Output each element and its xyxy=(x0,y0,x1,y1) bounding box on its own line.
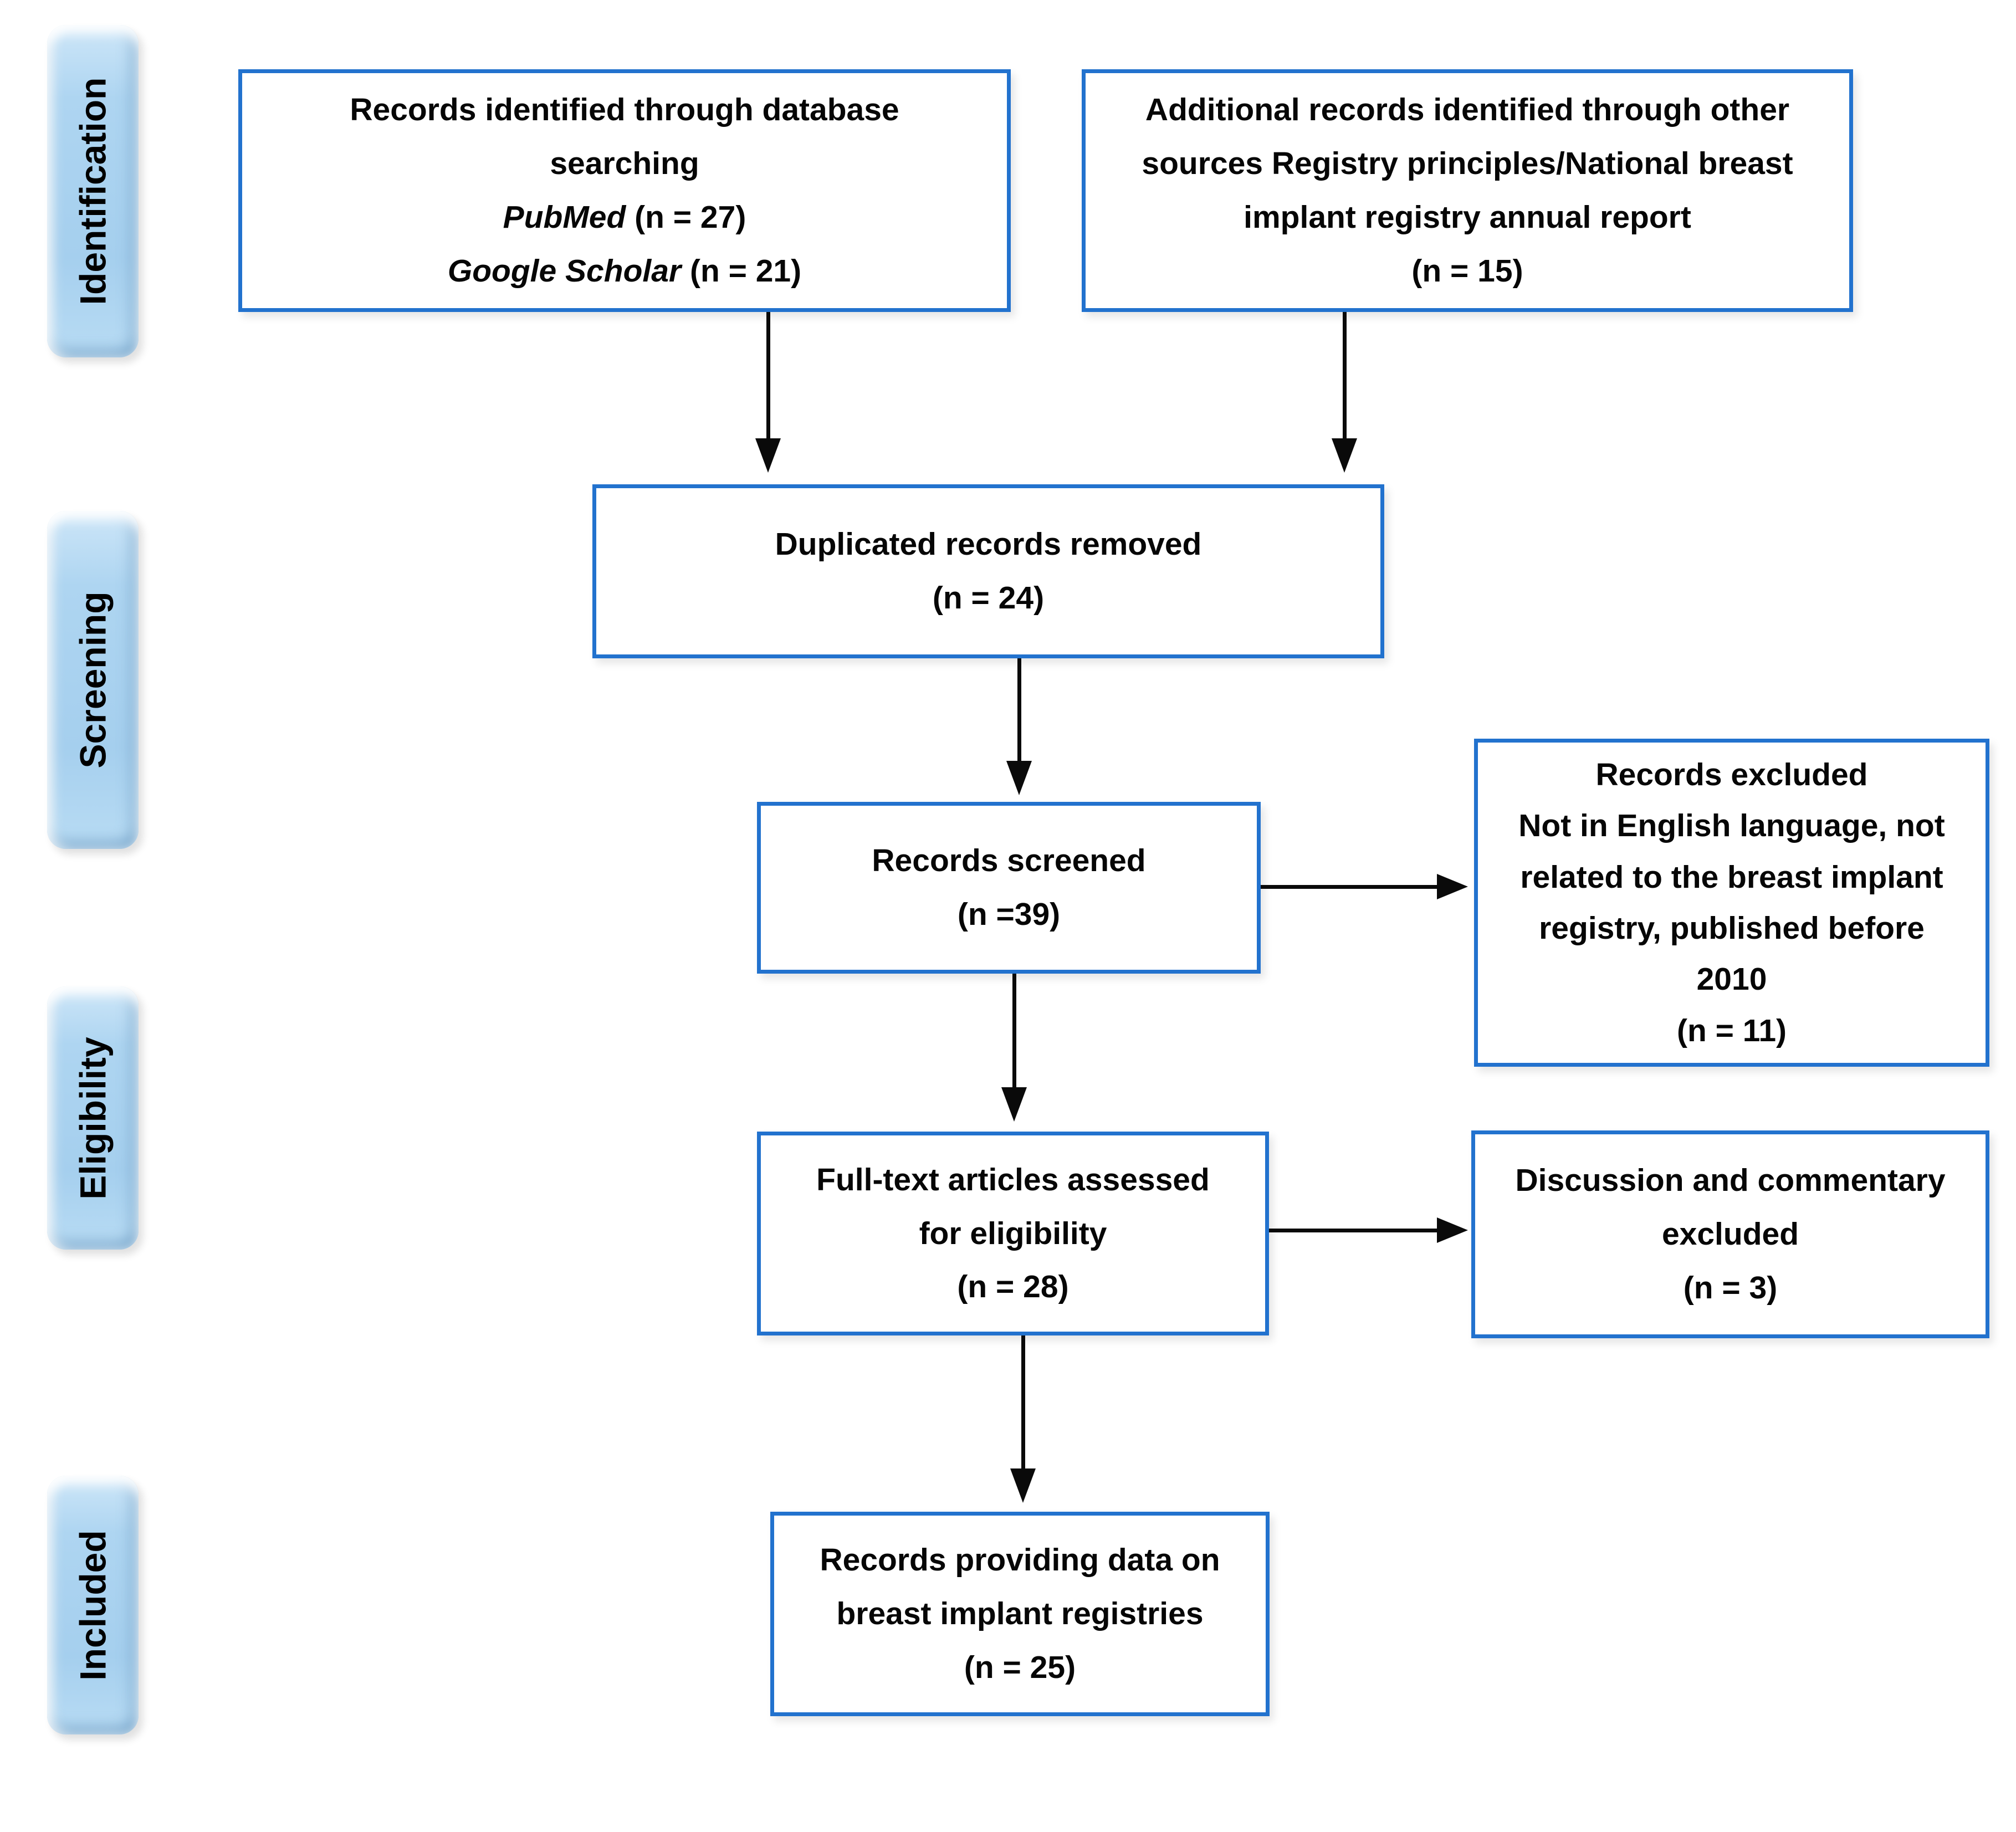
arrow-stem xyxy=(1017,658,1021,761)
arrow-stem xyxy=(1269,1229,1437,1232)
box-text: (n = 24) xyxy=(932,580,1045,616)
box-text: registry, published before xyxy=(1539,910,1925,946)
box-text: (n = 3) xyxy=(1683,1270,1778,1306)
box-text: Additional records identified through ot… xyxy=(1145,92,1790,128)
box-text: (n =39) xyxy=(957,897,1061,932)
box-discussion-excluded: Discussion and commentary excluded (n = … xyxy=(1471,1130,1989,1338)
box-text: Records screened xyxy=(872,843,1146,879)
box-text: Full-text articles assessed xyxy=(816,1161,1210,1198)
stage-included: Included xyxy=(47,1476,139,1734)
box-text: Discussion and commentary xyxy=(1515,1163,1946,1199)
box-text: Duplicated records removed xyxy=(775,526,1202,562)
stage-screening-label: Screening xyxy=(72,591,114,769)
arrowhead-down-icon xyxy=(1006,761,1032,795)
box-text: Not in English language, not xyxy=(1518,808,1945,844)
arrowhead-right-icon xyxy=(1437,874,1468,899)
source-count: (n = 21) xyxy=(681,253,802,289)
box-text: Records identified through database xyxy=(350,92,899,128)
box-text: PubMed (n = 27) xyxy=(258,191,991,244)
box-text: (n = 25) xyxy=(964,1649,1076,1685)
arrowhead-down-icon xyxy=(1332,438,1357,473)
box-duplicates-removed: Duplicated records removed (n = 24) xyxy=(592,484,1384,658)
arrow-stem xyxy=(1012,974,1016,1087)
box-text: for eligibility xyxy=(919,1215,1107,1251)
arrowhead-down-icon xyxy=(1010,1468,1036,1503)
source-name: Google Scholar xyxy=(447,253,682,289)
arrow-stem xyxy=(766,312,770,438)
stage-included-label: Included xyxy=(72,1529,114,1681)
arrowhead-right-icon xyxy=(1437,1217,1468,1243)
box-text: sources Registry principles/National bre… xyxy=(1142,146,1793,182)
box-text: excluded xyxy=(1661,1216,1799,1252)
stage-eligibility: Eligibility xyxy=(47,986,139,1250)
stage-screening: Screening xyxy=(47,511,139,849)
box-records-identified: Records identified through database sear… xyxy=(238,69,1011,312)
source-count: (n = 27) xyxy=(626,199,746,235)
stage-identification-label: Identification xyxy=(72,77,114,305)
box-text: breast implant registries xyxy=(836,1596,1204,1632)
box-text: (n = 28) xyxy=(957,1269,1069,1305)
box-fulltext-assessed: Full-text articles assessed for eligibil… xyxy=(757,1132,1269,1335)
source-name: PubMed xyxy=(503,199,626,235)
box-text: Records providing data on xyxy=(820,1542,1220,1578)
box-text: searching xyxy=(550,146,699,182)
box-text: 2010 xyxy=(1696,961,1767,997)
arrow-stem xyxy=(1261,885,1437,889)
box-text: (n = 11) xyxy=(1677,1012,1787,1048)
arrowhead-down-icon xyxy=(755,438,781,473)
box-text: (n = 15) xyxy=(1411,253,1523,289)
stage-identification: Identification xyxy=(47,25,139,357)
box-records-included: Records providing data on breast implant… xyxy=(770,1512,1270,1716)
box-additional-records: Additional records identified through ot… xyxy=(1082,69,1853,312)
box-records-screened: Records screened (n =39) xyxy=(757,802,1261,974)
box-records-excluded: Records excluded Not in English language… xyxy=(1474,739,1989,1067)
arrow-stem xyxy=(1343,312,1347,438)
arrow-stem xyxy=(1021,1335,1025,1468)
box-text: related to the breast implant xyxy=(1520,859,1943,895)
arrowhead-down-icon xyxy=(1001,1087,1027,1122)
box-text: Google Scholar (n = 21) xyxy=(258,244,991,298)
box-text: Records excluded xyxy=(1595,757,1868,793)
box-text: implant registry annual report xyxy=(1244,199,1691,235)
stage-eligibility-label: Eligibility xyxy=(72,1036,114,1200)
